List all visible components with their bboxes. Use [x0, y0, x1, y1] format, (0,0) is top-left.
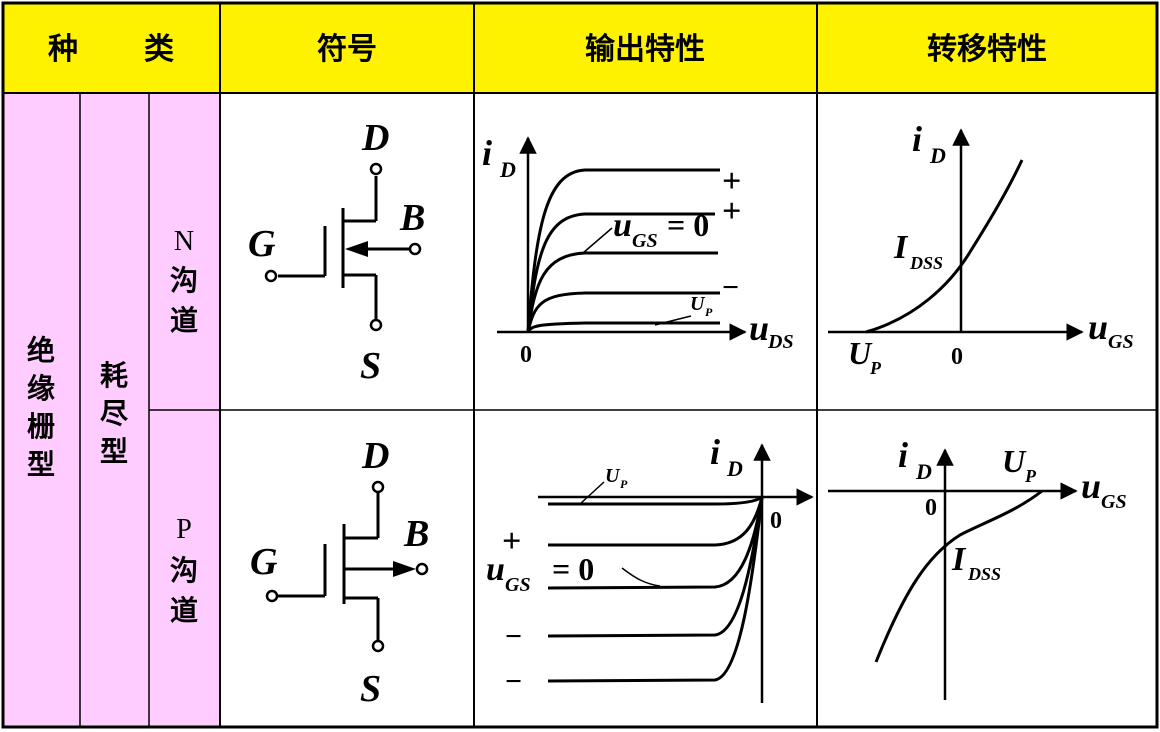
p-transfer-up-sub: P: [1024, 466, 1037, 486]
p-symbol-drain-label: D: [361, 435, 389, 477]
category-depletion-2: 尽: [100, 397, 129, 430]
p-output-characteristics: [538, 443, 814, 703]
n-output-curve-5: [526, 321, 720, 333]
p-output-minus-2: −: [505, 665, 522, 698]
n-transfer-x-label: u: [1088, 307, 1108, 347]
category-n-channel-2: 沟: [170, 264, 198, 297]
p-output-up-pointer: [579, 481, 605, 505]
category-insulated-gate-3: 栅: [27, 410, 55, 443]
n-output-y-label: i: [482, 133, 492, 173]
p-output-y-label: i: [710, 432, 720, 472]
n-output-ugs-label: u: [613, 207, 632, 244]
header-kind-1: 种: [48, 32, 78, 67]
substrate-arrow: [393, 561, 416, 577]
p-output-ugs-label: u: [486, 551, 505, 588]
n-output-up-label: U: [690, 293, 706, 315]
category-p-channel-1: P: [176, 514, 192, 545]
n-output-y-sub: D: [499, 157, 516, 182]
n-output-plus-2: +: [722, 193, 741, 230]
category-p-channel-2: 沟: [170, 554, 198, 587]
n-output-ugs-pointer: [582, 227, 613, 254]
n-output-ugs-sub: GS: [632, 230, 658, 252]
category-p-channel-3: 道: [170, 594, 198, 627]
n-transfer-y-label: i: [912, 119, 922, 159]
n-channel-mosfet-symbol: [264, 162, 422, 332]
n-output-plus-1: +: [722, 163, 741, 200]
n-output-curve-4: [526, 291, 720, 333]
p-output-ugs-sub: GS: [505, 574, 531, 596]
p-output-y-sub: D: [726, 456, 743, 481]
category-insulated-gate-4: 型: [27, 448, 55, 481]
p-transfer-idss-sub: DSS: [967, 564, 1001, 584]
n-symbol-body-label: B: [399, 197, 425, 239]
p-transfer-y-label: i: [898, 435, 908, 475]
header-symbol: 符号: [317, 32, 377, 67]
category-depletion-3: 型: [100, 435, 128, 468]
header-output: 输出特性: [585, 32, 705, 67]
p-output-up-label: U: [605, 465, 621, 487]
p-transfer-x-sub: GS: [1101, 491, 1127, 513]
n-output-characteristics: [497, 136, 747, 341]
n-output-minus: −: [722, 271, 739, 304]
n-transfer-x-sub: GS: [1108, 331, 1134, 353]
p-symbol-source-label: S: [360, 668, 381, 710]
n-transfer-characteristic: [828, 128, 1084, 341]
p-transfer-characteristic: [828, 448, 1078, 700]
n-transfer-up-sub: P: [869, 358, 882, 378]
n-output-curve-1: [526, 168, 720, 333]
p-transfer-up-label: U: [1002, 443, 1027, 479]
category-n-channel-3: 道: [170, 304, 198, 337]
category-n-channel-1: N: [174, 226, 194, 257]
p-transfer-curve: [874, 489, 1043, 663]
n-output-x-sub: DS: [767, 331, 794, 353]
p-transfer-y-sub: D: [915, 459, 932, 484]
n-output-x-label: u: [749, 308, 769, 348]
category-depletion-1: 耗: [100, 359, 128, 392]
n-transfer-idss-sub: DSS: [909, 253, 943, 273]
p-symbol-gate-label: G: [250, 541, 278, 583]
n-output-up-pointer: [654, 315, 692, 326]
p-output-minus-1: −: [505, 620, 522, 653]
p-transfer-x-label: u: [1081, 466, 1101, 506]
n-symbol-source-label: S: [360, 345, 381, 387]
p-output-ugs-eq: = 0: [552, 551, 594, 587]
p-output-origin: 0: [770, 508, 782, 534]
n-transfer-y-sub: D: [929, 143, 946, 168]
n-output-origin: 0: [520, 342, 532, 368]
p-transfer-idss-label: I: [951, 541, 967, 578]
n-transfer-up-label: U: [848, 335, 873, 371]
n-transfer-idss-label: I: [893, 229, 909, 266]
n-transfer-curve: [865, 159, 1024, 334]
n-transfer-origin: 0: [951, 344, 963, 370]
header-kind-2: 类: [144, 32, 174, 67]
n-symbol-drain-label: D: [361, 117, 389, 159]
n-output-curve-2: [526, 212, 715, 333]
p-symbol-body-label: B: [403, 513, 429, 555]
header-transfer: 转移特性: [927, 32, 1047, 67]
n-symbol-gate-label: G: [248, 223, 276, 265]
category-insulated-gate-2: 缘: [27, 372, 55, 405]
p-output-ugs-pointer: [621, 567, 661, 587]
p-output-plus: +: [502, 523, 521, 560]
n-output-up-sub: P: [705, 305, 713, 319]
p-output-curve-5: [547, 496, 764, 683]
p-channel-mosfet-symbol: [265, 480, 429, 653]
category-insulated-gate-1: 绝: [27, 334, 55, 367]
n-output-curve-3: [526, 251, 718, 333]
substrate-arrow: [345, 241, 368, 257]
header-row: [3, 3, 1157, 93]
p-output-up-sub: P: [620, 477, 628, 491]
n-output-ugs-eq: = 0: [667, 207, 709, 243]
p-transfer-origin: 0: [925, 495, 937, 521]
